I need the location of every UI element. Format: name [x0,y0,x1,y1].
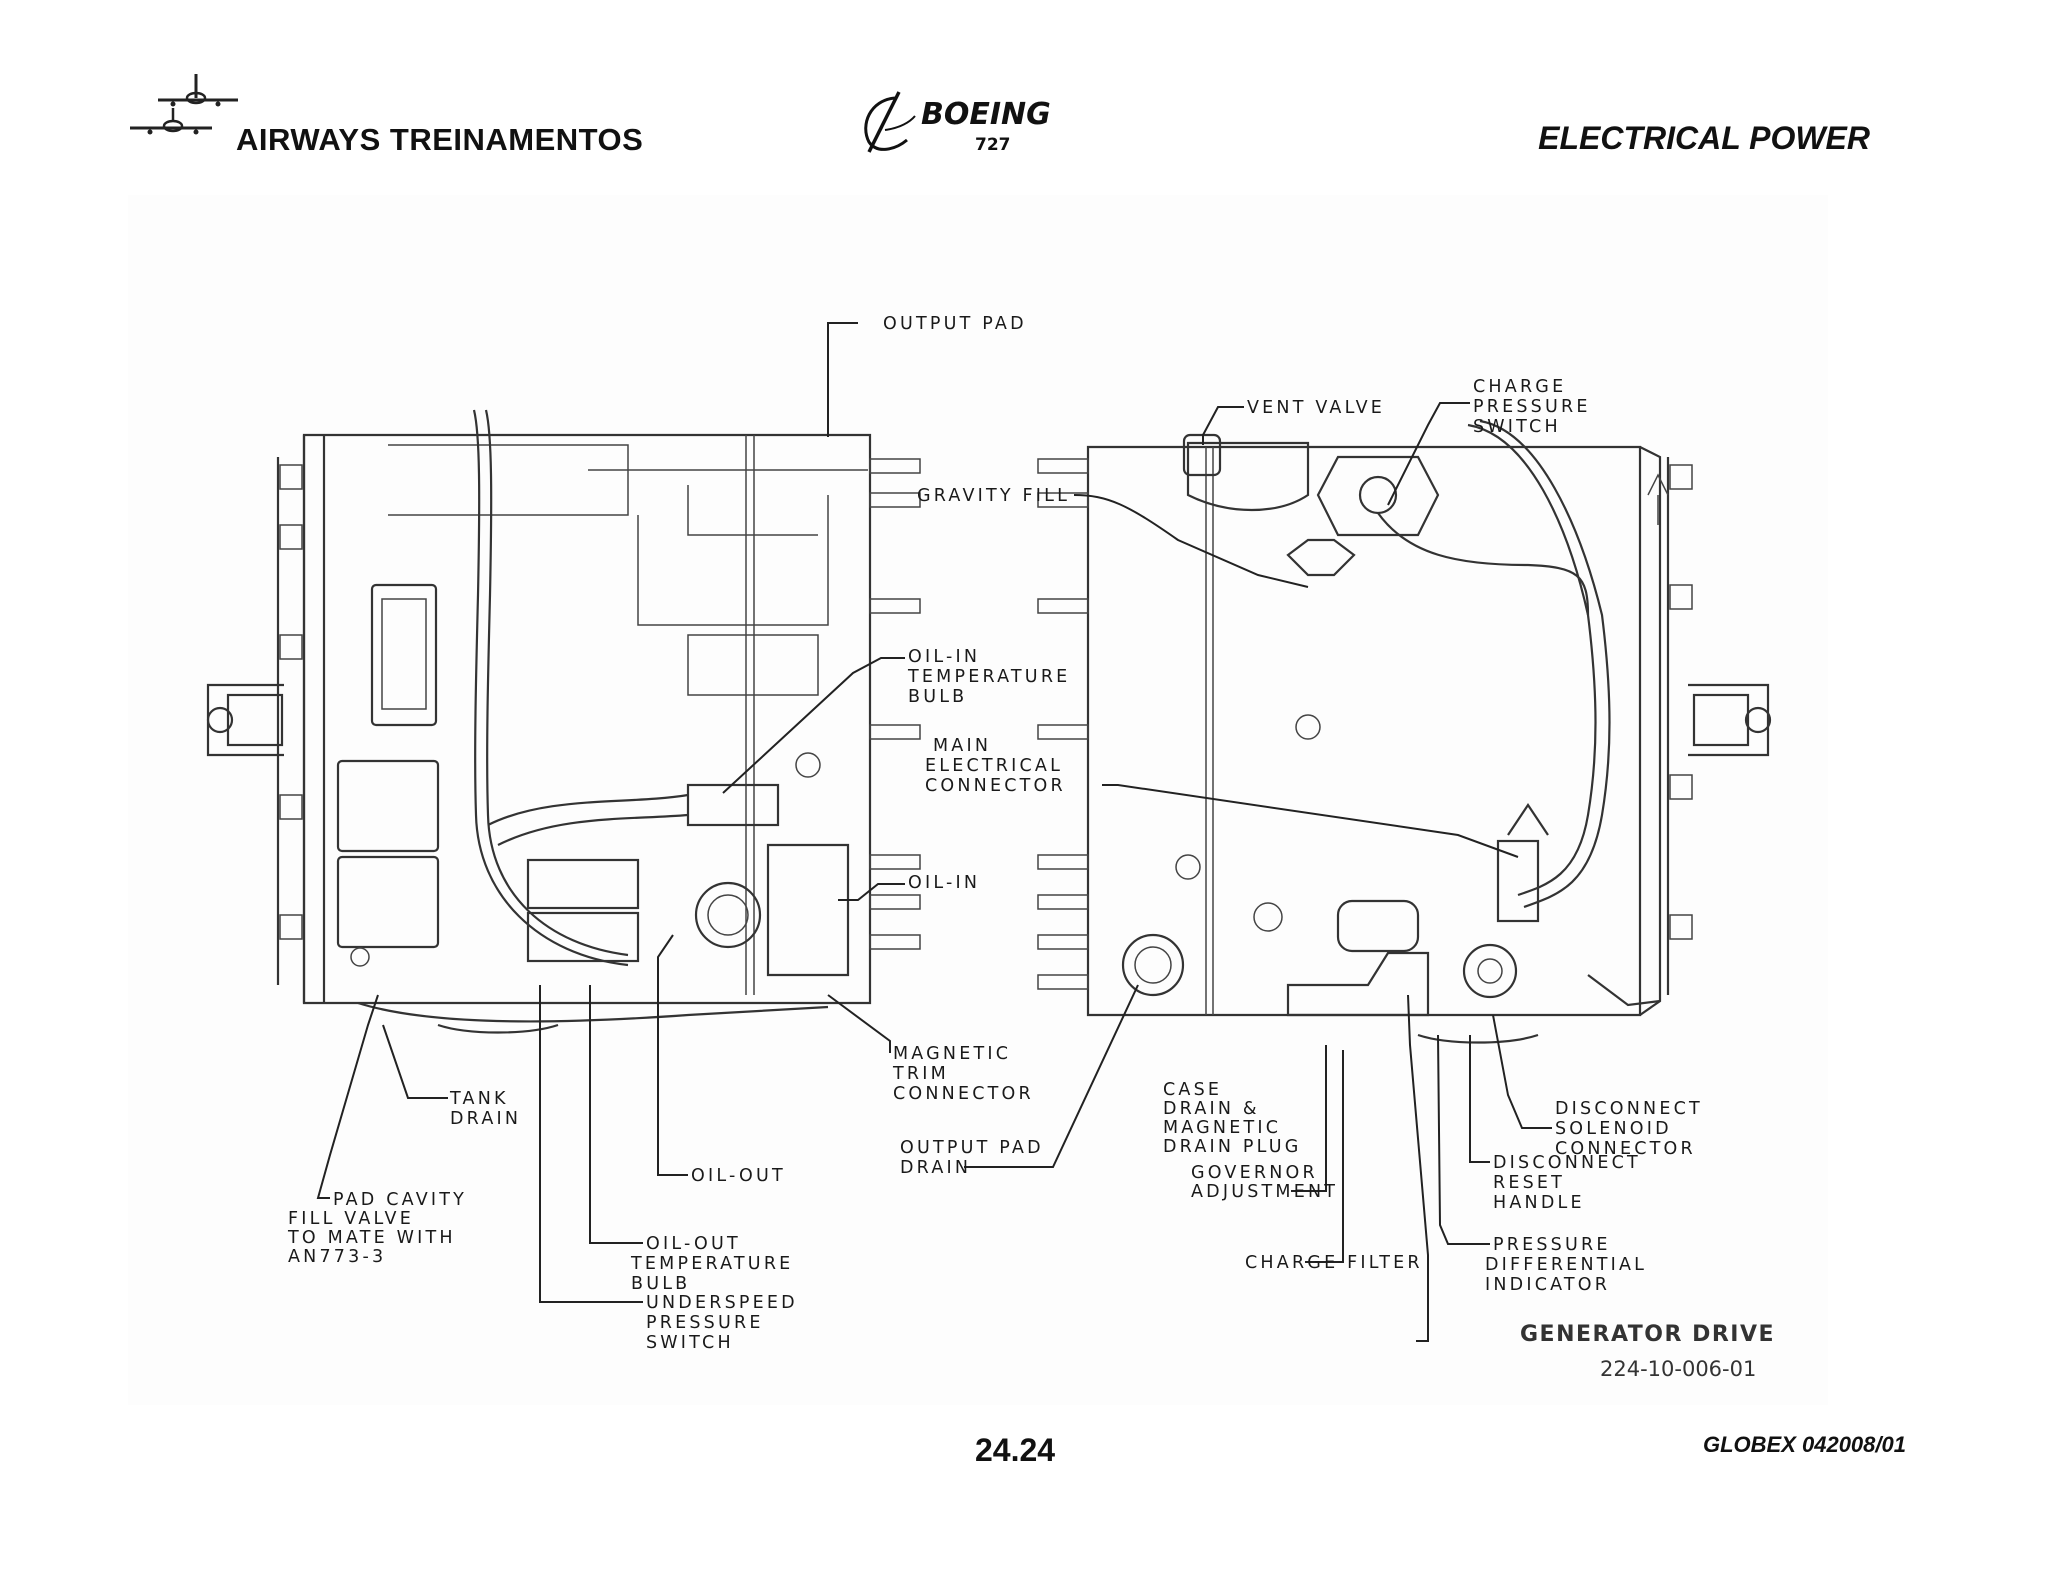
figure-number: 224-10-006-01 [1600,1357,1756,1381]
callout-pad-cavity-fill-valve: PAD CAVITY FILL VALVE TO MATE WITH AN773… [287,1190,467,1267]
svg-text:CHARGE: CHARGE [1473,377,1566,397]
callout-underspeed-pressure-switch: UNDERSPEED PRESSURE SWITCH [646,1293,798,1353]
svg-text:PRESSURE: PRESSURE [646,1313,764,1333]
svg-text:SWITCH: SWITCH [1473,417,1561,437]
callout-output-pad-drain: OUTPUT PAD DRAIN [900,1138,1044,1178]
svg-text:PRESSURE: PRESSURE [1473,397,1591,417]
svg-text:OIL-IN: OIL-IN [908,647,980,667]
left-unit-drawing [206,409,921,1034]
svg-text:CONNECTOR: CONNECTOR [925,776,1066,796]
svg-text:SWITCH: SWITCH [646,1333,734,1353]
callout-oil-out: OIL-OUT [691,1166,786,1186]
callout-oil-in-temperature-bulb: OIL-IN TEMPERATURE BULB [907,647,1070,707]
svg-text:OIL-OUT: OIL-OUT [646,1234,741,1254]
svg-text:BULB: BULB [631,1274,690,1294]
svg-text:CONNECTOR: CONNECTOR [1555,1139,1696,1159]
leader-lines [316,322,1552,1342]
svg-text:HANDLE: HANDLE [1493,1193,1585,1213]
callout-tank-drain: TANK DRAIN [449,1089,521,1129]
callout-gravity-fill: GRAVITY FILL [917,486,1070,506]
right-unit-drawing [1037,419,1772,1044]
callout-oil-in: OIL-IN [908,873,980,893]
svg-text:DIFFERENTIAL: DIFFERENTIAL [1485,1255,1647,1275]
callout-charge-filter: CHARGE FILTER [1245,1253,1423,1273]
callout-labels: OUTPUT PAD OIL-IN TEMPERATURE BULB OIL-I… [287,314,1703,1353]
svg-text:FILL VALVE: FILL VALVE [288,1209,414,1229]
svg-text:TEMPERATURE: TEMPERATURE [907,667,1070,687]
svg-text:TEMPERATURE: TEMPERATURE [630,1254,793,1274]
aircraft-model: 727 [975,135,1011,155]
callout-main-electrical-connector: MAIN ELECTRICAL CONNECTOR [925,736,1066,796]
boeing-brand: BOEING [921,97,1051,132]
svg-text:PRESSURE: PRESSURE [1493,1235,1611,1255]
callout-charge-pressure-switch: CHARGE PRESSURE SWITCH [1473,377,1591,437]
callout-governor-adjustment: GOVERNOR ADJUSTMENT [1191,1163,1338,1202]
svg-text:DISCONNECT: DISCONNECT [1493,1153,1641,1173]
svg-text:CASE: CASE [1163,1080,1222,1100]
svg-text:PAD CAVITY: PAD CAVITY [333,1190,467,1210]
generator-drive-diagram: OUTPUT PAD OIL-IN TEMPERATURE BULB OIL-I… [128,195,1828,1405]
svg-text:AN773-3: AN773-3 [288,1247,386,1267]
svg-text:DRAIN &: DRAIN & [1163,1099,1260,1119]
svg-text:DRAIN PLUG: DRAIN PLUG [1163,1137,1302,1157]
document-code: GLOBEX 042008/01 [1702,1432,1906,1457]
callout-output-pad: OUTPUT PAD [883,314,1027,334]
svg-text:CONNECTOR: CONNECTOR [893,1084,1034,1104]
svg-text:DRAIN: DRAIN [900,1158,971,1178]
page-number: 24.24 [975,1432,1056,1468]
svg-text:UNDERSPEED: UNDERSPEED [646,1293,798,1313]
svg-text:MAGNETIC: MAGNETIC [893,1044,1011,1064]
svg-text:ELECTRICAL: ELECTRICAL [925,756,1063,776]
svg-text:DRAIN: DRAIN [450,1109,521,1129]
callout-vent-valve: VENT VALVE [1247,398,1385,418]
svg-text:ADJUSTMENT: ADJUSTMENT [1191,1182,1338,1202]
svg-text:TANK: TANK [449,1089,509,1109]
svg-text:RESET: RESET [1493,1173,1565,1193]
svg-text:MAIN: MAIN [933,736,991,756]
callout-oil-out-temperature-bulb: OIL-OUT TEMPERATURE BULB [630,1234,793,1294]
callout-pressure-differential-indicator: PRESSURE DIFFERENTIAL INDICATOR [1485,1235,1647,1295]
left-studs [869,458,921,950]
svg-text:INDICATOR: INDICATOR [1485,1275,1610,1295]
svg-text:MAGNETIC: MAGNETIC [1163,1118,1281,1138]
callout-disconnect-reset-handle: DISCONNECT RESET HANDLE [1493,1153,1641,1213]
svg-text:OUTPUT PAD: OUTPUT PAD [900,1138,1044,1158]
boeing-logo: BOEING 727 [864,91,1051,155]
figure-title: GENERATOR DRIVE [1520,1322,1775,1347]
right-studs [1037,458,1089,990]
callout-disconnect-solenoid-connector: DISCONNECT SOLENOID CONNECTOR [1555,1099,1703,1159]
section-title: ELECTRICAL POWER [1538,120,1870,156]
svg-text:TRIM: TRIM [892,1064,949,1084]
callout-magnetic-trim-connector: MAGNETIC TRIM CONNECTOR [892,1044,1034,1104]
svg-text:SOLENOID: SOLENOID [1555,1119,1672,1139]
airplane-logo-icon [130,74,238,135]
svg-text:GOVERNOR: GOVERNOR [1191,1163,1318,1183]
svg-text:DISCONNECT: DISCONNECT [1555,1099,1703,1119]
svg-text:BULB: BULB [908,687,967,707]
company-name: AIRWAYS TREINAMENTOS [236,122,644,157]
callout-case-drain: CASE DRAIN & MAGNETIC DRAIN PLUG [1163,1080,1302,1157]
svg-text:TO MATE WITH: TO MATE WITH [287,1228,456,1248]
